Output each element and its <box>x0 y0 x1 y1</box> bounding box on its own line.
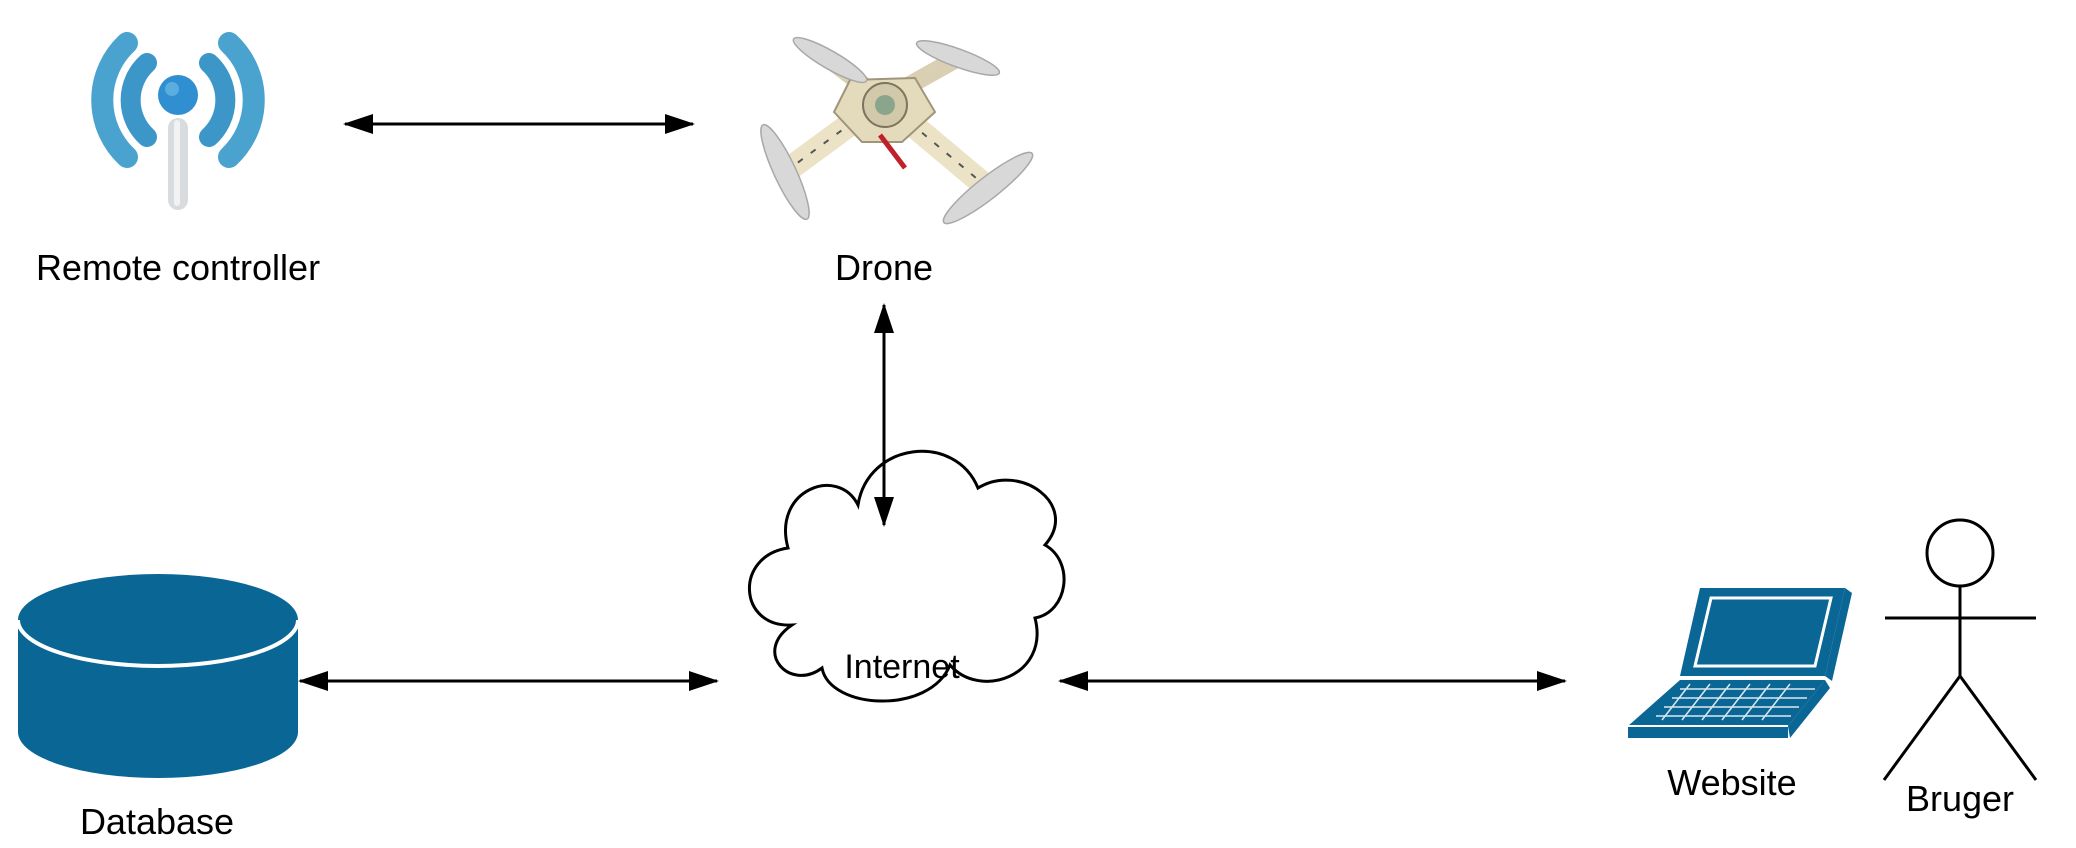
database-cylinder-icon <box>16 574 300 778</box>
stick-figure-actor-icon <box>1882 518 2038 781</box>
drone-label: Drone <box>835 247 933 288</box>
internet-label: Internet <box>844 648 960 686</box>
user-label: Bruger <box>1906 778 2014 819</box>
database-label: Database <box>80 801 234 842</box>
laptop-icon <box>1628 588 1852 738</box>
wireless-signal-icon <box>91 32 265 210</box>
quadcopter-drone-icon <box>760 36 1034 225</box>
remote-controller-label: Remote controller <box>36 247 320 288</box>
cloud-icon <box>748 449 1066 703</box>
connectors <box>298 114 1567 691</box>
website-label: Website <box>1667 762 1796 803</box>
